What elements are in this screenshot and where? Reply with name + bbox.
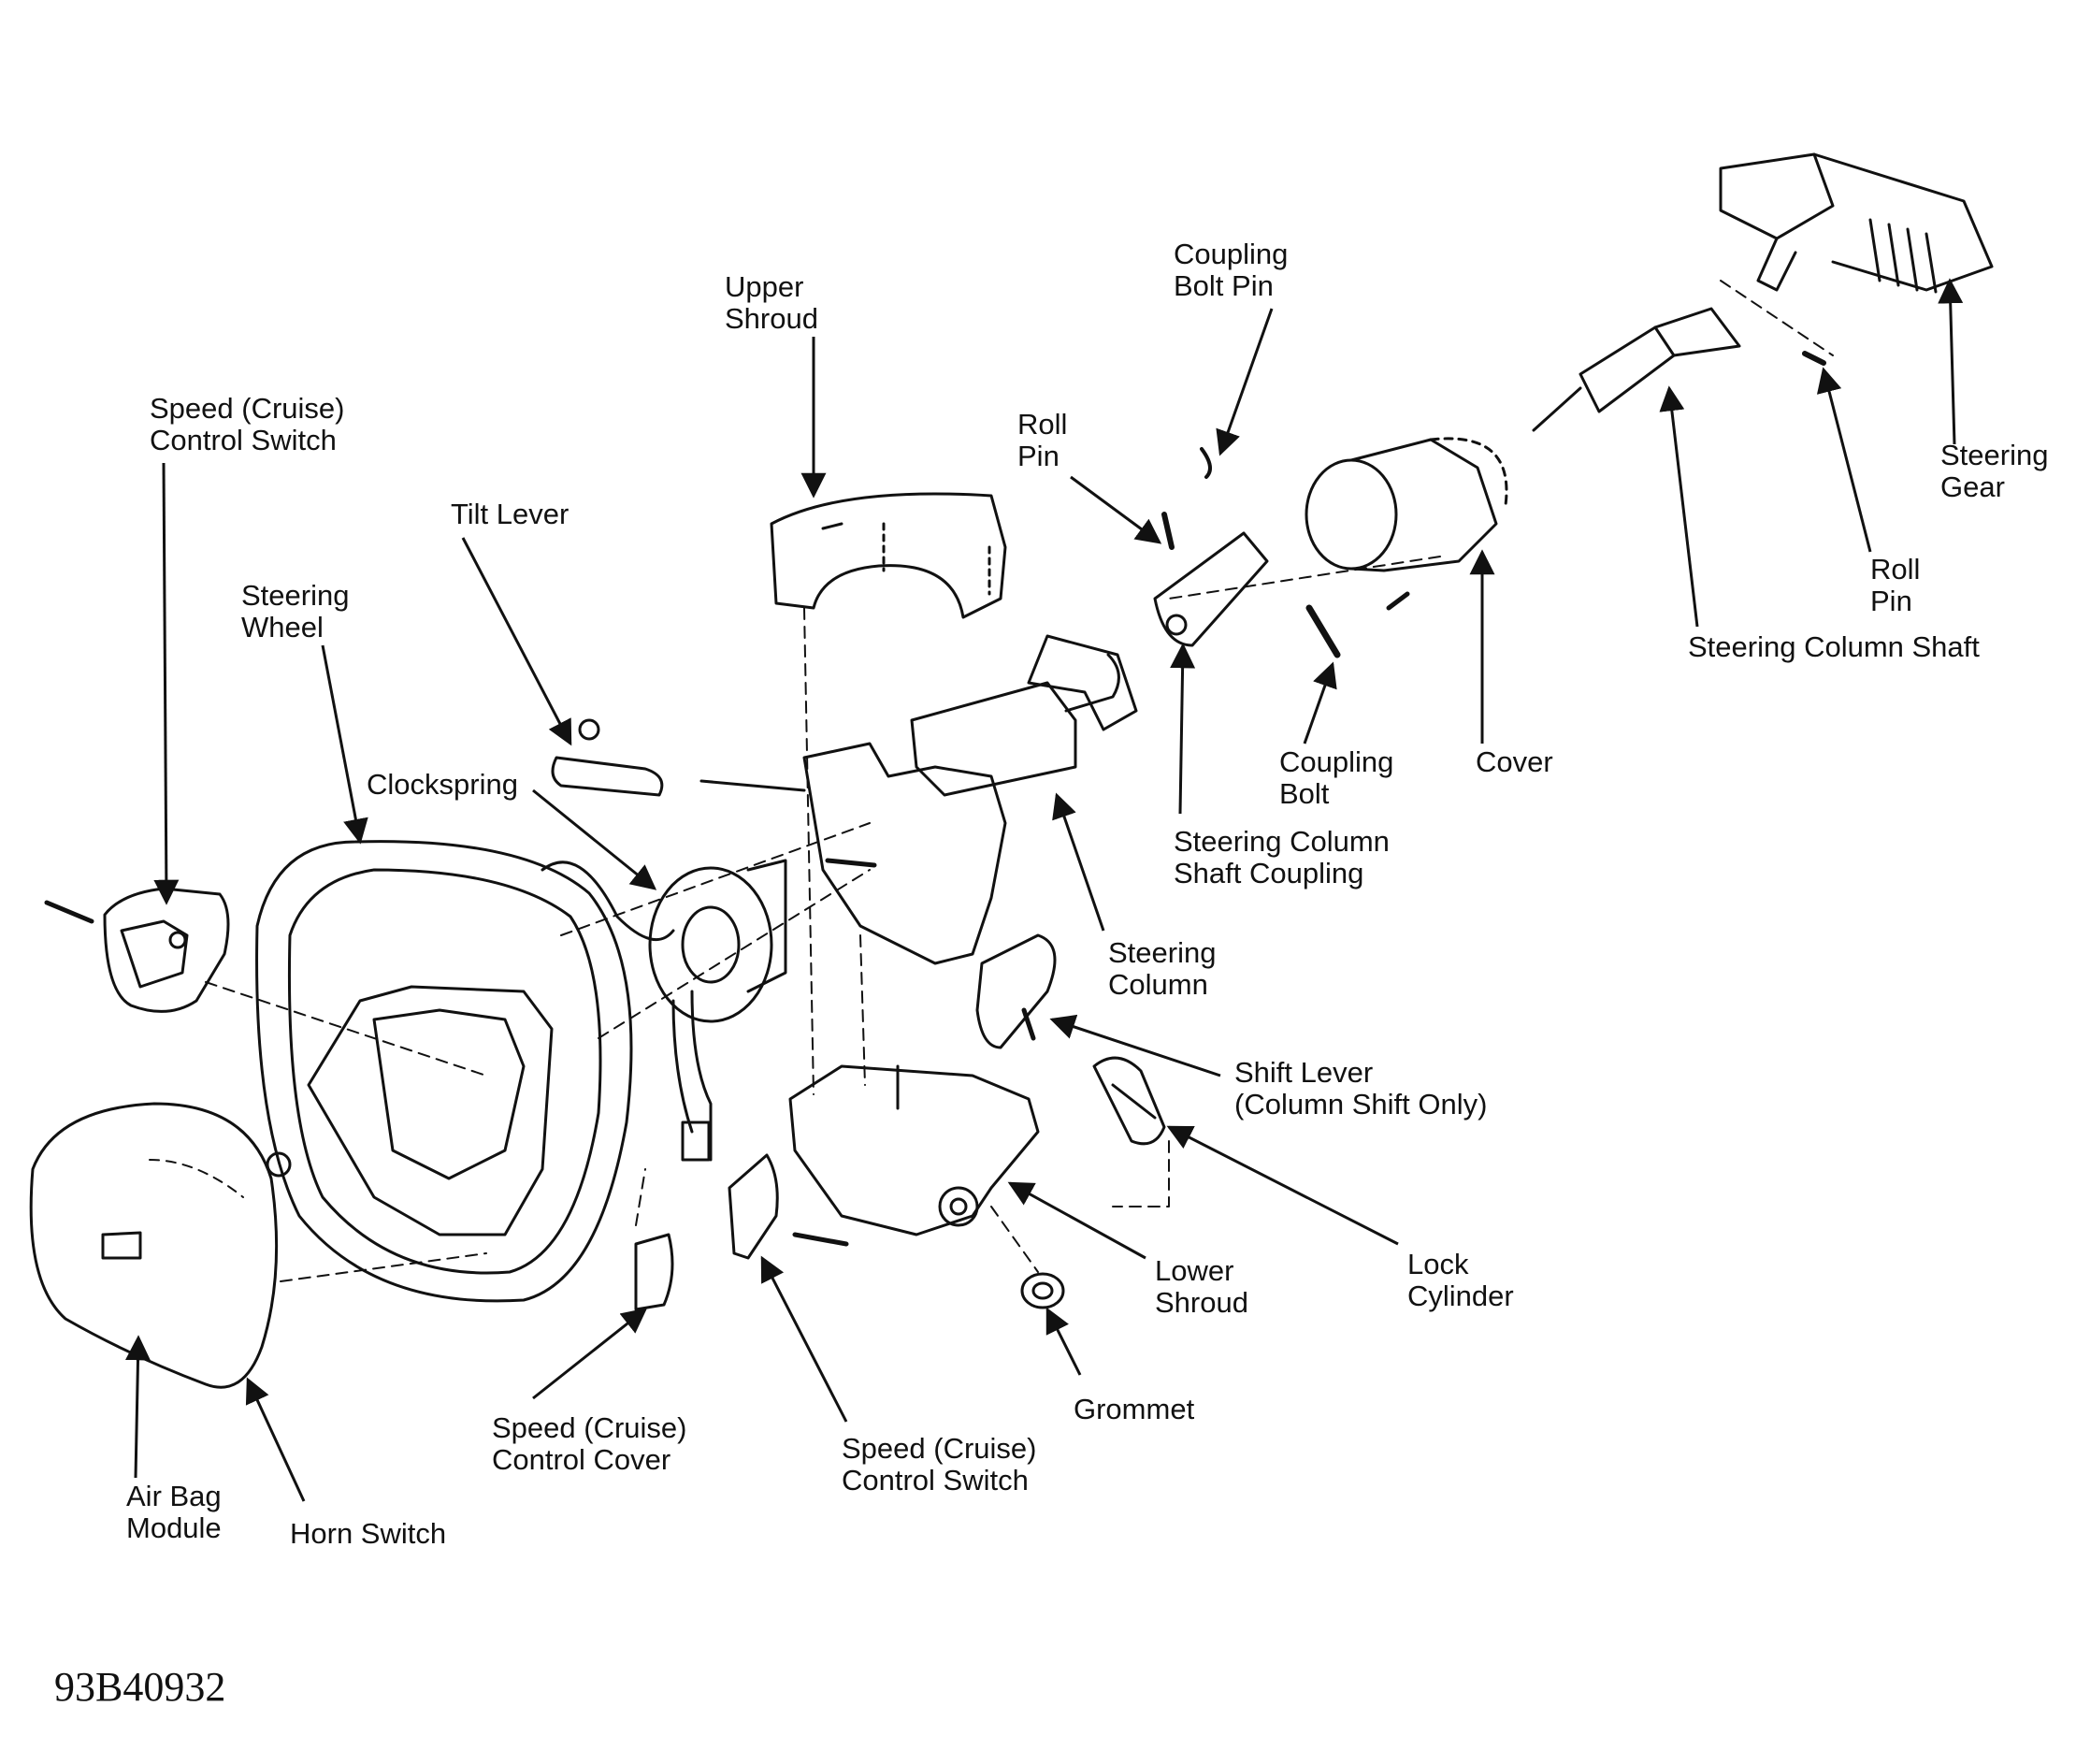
leader-steering-gear xyxy=(1938,278,1964,445)
leader-lock-cylinder xyxy=(1166,1125,1399,1246)
steering-gear-part xyxy=(1719,152,1994,294)
tilt-lever-part xyxy=(551,718,664,797)
leader-steering-column xyxy=(1052,792,1105,932)
cover-part xyxy=(1305,437,1508,611)
label-cover: Cover xyxy=(1476,745,1553,778)
speed-control-switch-bottom-part xyxy=(728,1153,849,1260)
figure-id: 93B40932 xyxy=(54,1664,226,1710)
label-steering-gear: Steering Gear xyxy=(1940,439,2049,503)
label-steering-column: Steering Column xyxy=(1108,936,1217,1001)
leader-lower-shroud xyxy=(1007,1181,1146,1260)
leader-steering-column-shaft-coupling xyxy=(1170,643,1196,815)
lock-cylinder-part xyxy=(1092,1056,1166,1146)
label-steering-column-shaft: Steering Column Shaft xyxy=(1688,630,1980,663)
leader-clockspring xyxy=(532,788,657,890)
steering-column-shaft-part xyxy=(1532,307,1826,432)
leader-shift-lever xyxy=(1049,1014,1221,1077)
speed-control-switch-left-part xyxy=(44,887,230,1013)
label-shift-lever: Shift Lever (Column Shift Only) xyxy=(1234,1056,1488,1121)
label-lower-shroud: Lower Shroud xyxy=(1155,1254,1248,1319)
steering-column-part xyxy=(699,634,1138,965)
air-bag-module-part xyxy=(29,1102,279,1389)
label-air-bag-module: Air Bag Module xyxy=(126,1480,222,1544)
leader-steering-wheel xyxy=(321,644,368,845)
label-coupling-bolt: Coupling Bolt xyxy=(1279,745,1394,810)
label-steering-wheel: Steering Wheel xyxy=(241,579,350,643)
leader-steering-column-shaft xyxy=(1659,385,1699,628)
label-roll-pin-left: Roll Pin xyxy=(1017,408,1068,472)
leader-speed-control-switch-bottom xyxy=(760,1255,848,1423)
leader-roll-pin-left xyxy=(1070,475,1162,544)
speed-control-cover-part xyxy=(634,1233,674,1311)
leader-coupling-bolt xyxy=(1303,661,1337,745)
label-upper-shroud: Upper Shroud xyxy=(725,270,818,335)
alignment-lines xyxy=(205,280,1834,1282)
label-speed-control-switch-left: Speed (Cruise) Control Switch xyxy=(150,392,345,456)
label-clockspring: Clockspring xyxy=(367,768,518,801)
label-grommet: Grommet xyxy=(1074,1393,1195,1425)
label-roll-pin-right: Roll Pin xyxy=(1870,553,1921,617)
leader-horn-switch xyxy=(245,1377,306,1502)
label-steering-column-shaft-coupling: Steering Column Shaft Coupling xyxy=(1174,825,1390,889)
steering-wheel-part xyxy=(255,840,633,1303)
grommet-part xyxy=(1020,1272,1065,1309)
leader-speed-control-cover xyxy=(532,1308,648,1400)
leader-grommet xyxy=(1045,1307,1082,1376)
leader-coupling-bolt-pin xyxy=(1216,308,1274,456)
label-coupling-bolt-pin: Coupling Bolt Pin xyxy=(1174,238,1289,302)
lower-shroud-part xyxy=(788,1064,1040,1236)
label-speed-control-cover: Speed (Cruise) Control Cover xyxy=(492,1411,687,1476)
leader-speed-control-switch-left xyxy=(153,462,180,905)
label-tilt-lever: Tilt Lever xyxy=(451,498,569,530)
label-horn-switch: Horn Switch xyxy=(290,1517,447,1550)
shift-lever-part xyxy=(975,933,1057,1049)
leader-roll-pin-right xyxy=(1816,367,1872,553)
label-lock-cylinder: Lock Cylinder xyxy=(1407,1248,1514,1312)
upper-shroud-part xyxy=(770,492,1007,619)
clockspring-part xyxy=(541,859,787,1162)
label-speed-control-switch-bottom: Speed (Cruise) Control Switch xyxy=(842,1432,1037,1497)
leader-air-bag-module xyxy=(125,1335,151,1479)
leader-tilt-lever xyxy=(461,537,572,746)
steering-column-shaft-coupling-part xyxy=(1153,447,1341,658)
